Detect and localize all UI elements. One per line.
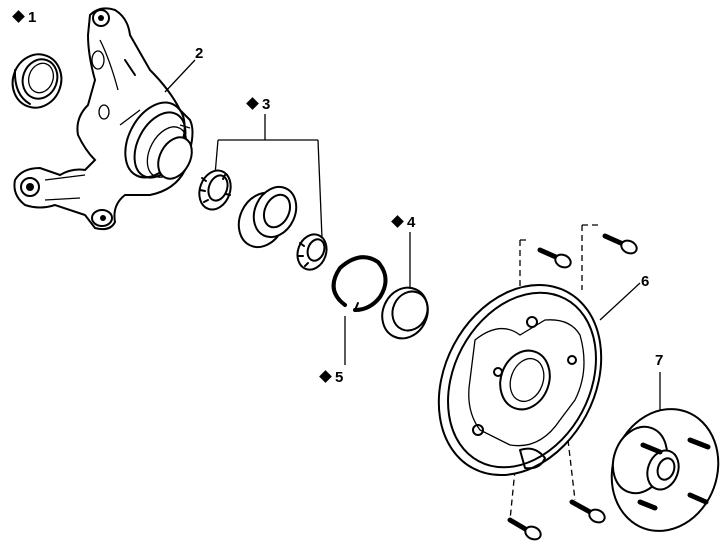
bolt-upper-right [602,233,638,255]
bolts [507,233,638,541]
part-1-oil-seal [11,53,63,109]
callout-5-label: 5 [335,369,344,386]
callout-2: 2 [195,46,203,61]
part-4-seal [381,232,429,340]
part-6-backing-plate [437,224,641,521]
callout-2-label: 2 [195,45,204,62]
diamond-icon [12,10,25,23]
part-7-wheel-hub [610,372,720,532]
part-2-steering-knuckle [13,7,196,231]
callout-1: 1 [12,9,37,26]
part-5-snap-ring [331,255,388,365]
bolt-upper-left [537,247,572,269]
callout-3-label: 3 [262,96,271,113]
callout-5: 5 [319,369,344,386]
callout-7-label: 7 [655,352,664,369]
diamond-icon [391,215,404,228]
diamond-icon [319,370,332,383]
bolt-lower-right [569,499,606,524]
part-3-bearing-set [198,114,328,271]
callout-6-label: 6 [641,273,650,290]
callout-7: 7 [655,353,663,368]
bolt-lower-left [507,517,542,541]
callout-4: 4 [391,214,416,231]
callout-1-label: 1 [28,9,37,26]
diamond-icon [246,97,259,110]
callout-3: 3 [246,96,271,113]
callout-6: 6 [641,274,649,289]
callout-4-label: 4 [407,214,416,231]
